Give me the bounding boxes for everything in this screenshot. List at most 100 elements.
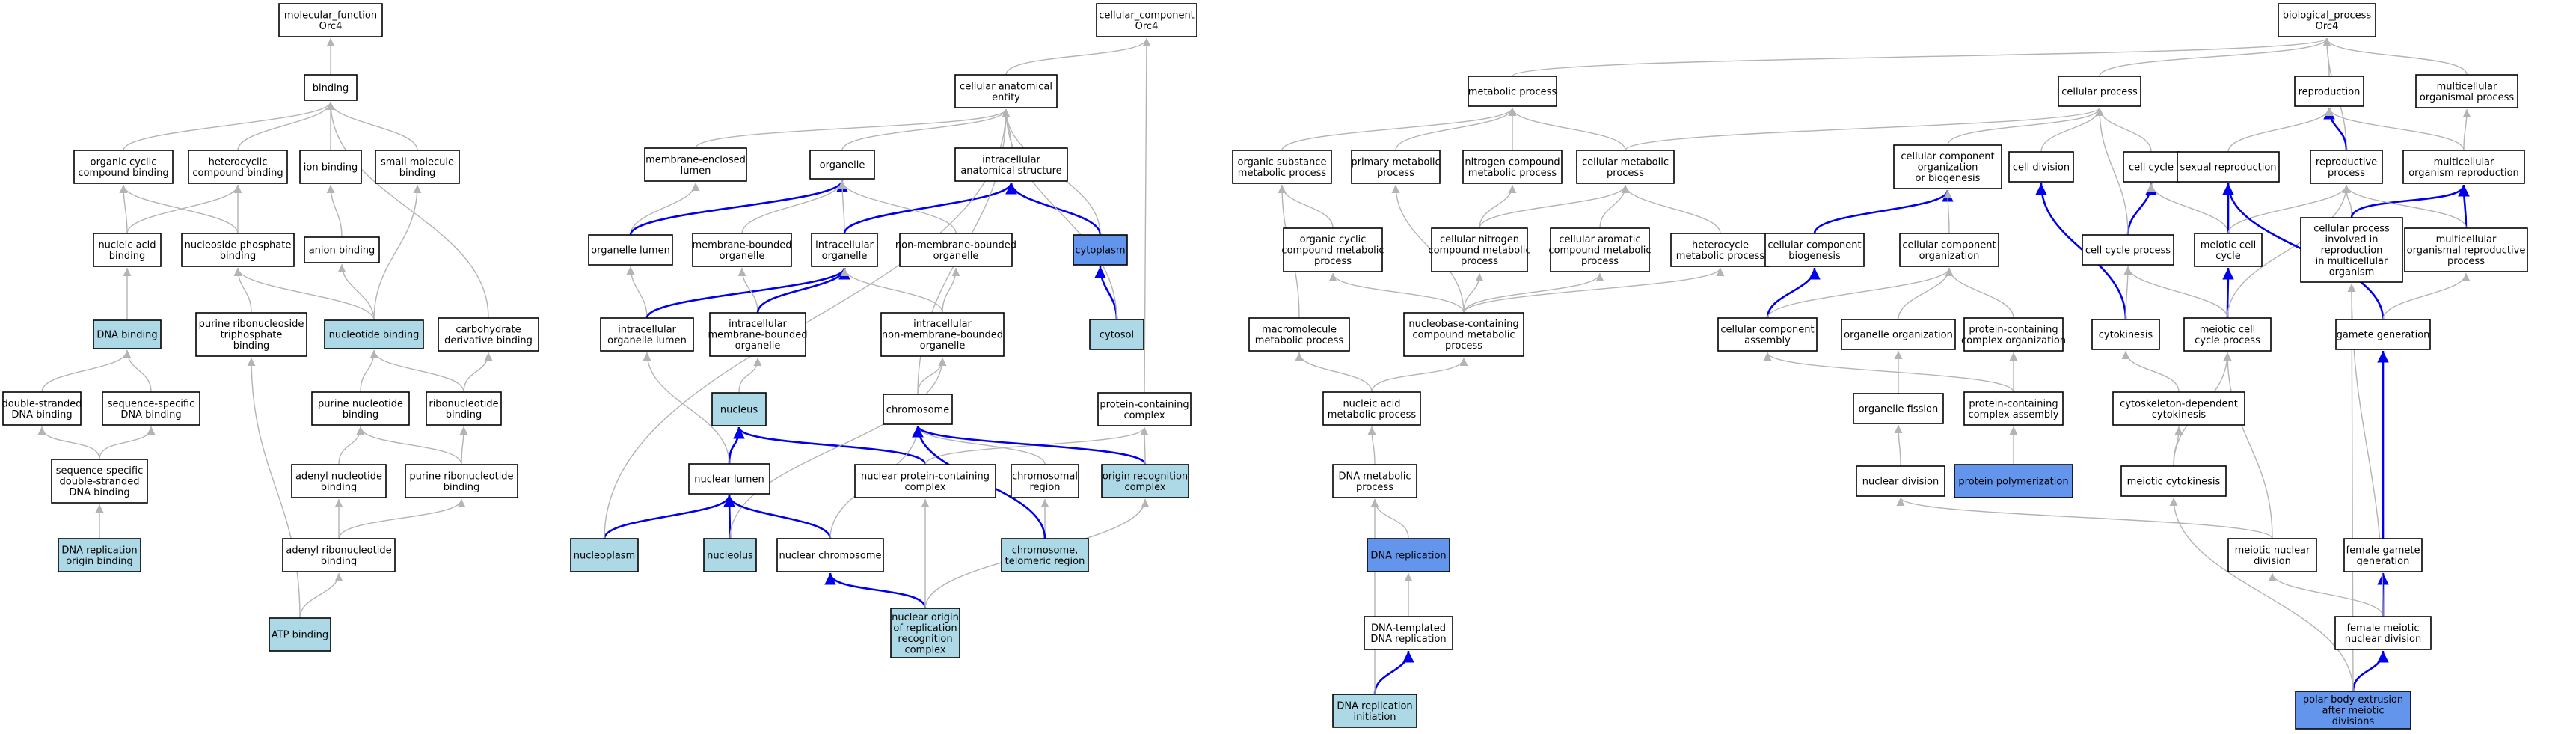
term-label-line: nuclear lumen — [694, 474, 764, 486]
term-node-atp[interactable]: ATP binding — [269, 617, 331, 652]
term-node-gametegen[interactable]: gamete generation — [2335, 319, 2431, 350]
term-node-cytosol[interactable]: cytosol — [1089, 319, 1144, 350]
term-node-repro[interactable]: reproduction — [2294, 76, 2364, 107]
term-node-nucbind[interactable]: nucleotide binding — [324, 319, 424, 349]
term-node-orgorg[interactable]: organelle organization — [1841, 319, 1956, 350]
term-node-ion[interactable]: ion binding — [299, 150, 362, 184]
term-node-nucleus[interactable]: nucleus — [711, 392, 767, 426]
term-node-organelle[interactable]: organelle — [809, 150, 875, 180]
term-node-sexrepro[interactable]: sexual reproduction — [2177, 151, 2280, 183]
term-node-dnabind[interactable]: DNA binding — [93, 319, 162, 349]
term-node-orgfis[interactable]: organelle fission — [1853, 393, 1944, 424]
term-node-ccp[interactable]: cell cycle process — [2082, 234, 2174, 266]
term-box — [1963, 391, 2064, 426]
term-node-cytokinesis[interactable]: cytokinesis — [2091, 319, 2160, 350]
term-node-protpoly[interactable]: protein polymerization — [1954, 464, 2073, 498]
term-node-dnarep[interactable]: DNA replication — [1367, 538, 1450, 572]
term-node-telo[interactable]: chromosome,telomeric region — [1001, 538, 1089, 572]
term-node-cellcycle[interactable]: cell cycle — [2123, 151, 2180, 183]
term-box — [93, 319, 162, 349]
term-node-nucleoplasm[interactable]: nucleoplasm — [570, 538, 639, 572]
term-node-orglumen[interactable]: organelle lumen — [588, 234, 673, 266]
term-node-binding[interactable]: binding — [304, 74, 358, 101]
term-node-celldiv[interactable]: cell division — [2008, 151, 2074, 183]
term-node-inmbo[interactable]: intracellularnon-membrane-boundedorganel… — [880, 312, 1005, 357]
term-node-meicyto[interactable]: meiotic cytokinesis — [2120, 465, 2227, 497]
term-node-anion[interactable]: anion binding — [304, 236, 380, 263]
term-node-metab[interactable]: metabolic process — [1468, 76, 1557, 107]
term-node-cellproc[interactable]: cellular process — [2058, 76, 2141, 107]
term-node-nucdiv[interactable]: nuclear division — [1856, 465, 1945, 497]
term-node-nucchrom[interactable]: nuclear chromosome — [776, 538, 884, 572]
term-node-nuclumen[interactable]: nuclear lumen — [688, 463, 770, 495]
term-node-nucleolus[interactable]: nucleolus — [703, 538, 757, 572]
term-node-cytoplasm[interactable]: cytoplasm — [1073, 234, 1128, 266]
term-node-chromosome[interactable]: chromosome — [883, 394, 953, 425]
